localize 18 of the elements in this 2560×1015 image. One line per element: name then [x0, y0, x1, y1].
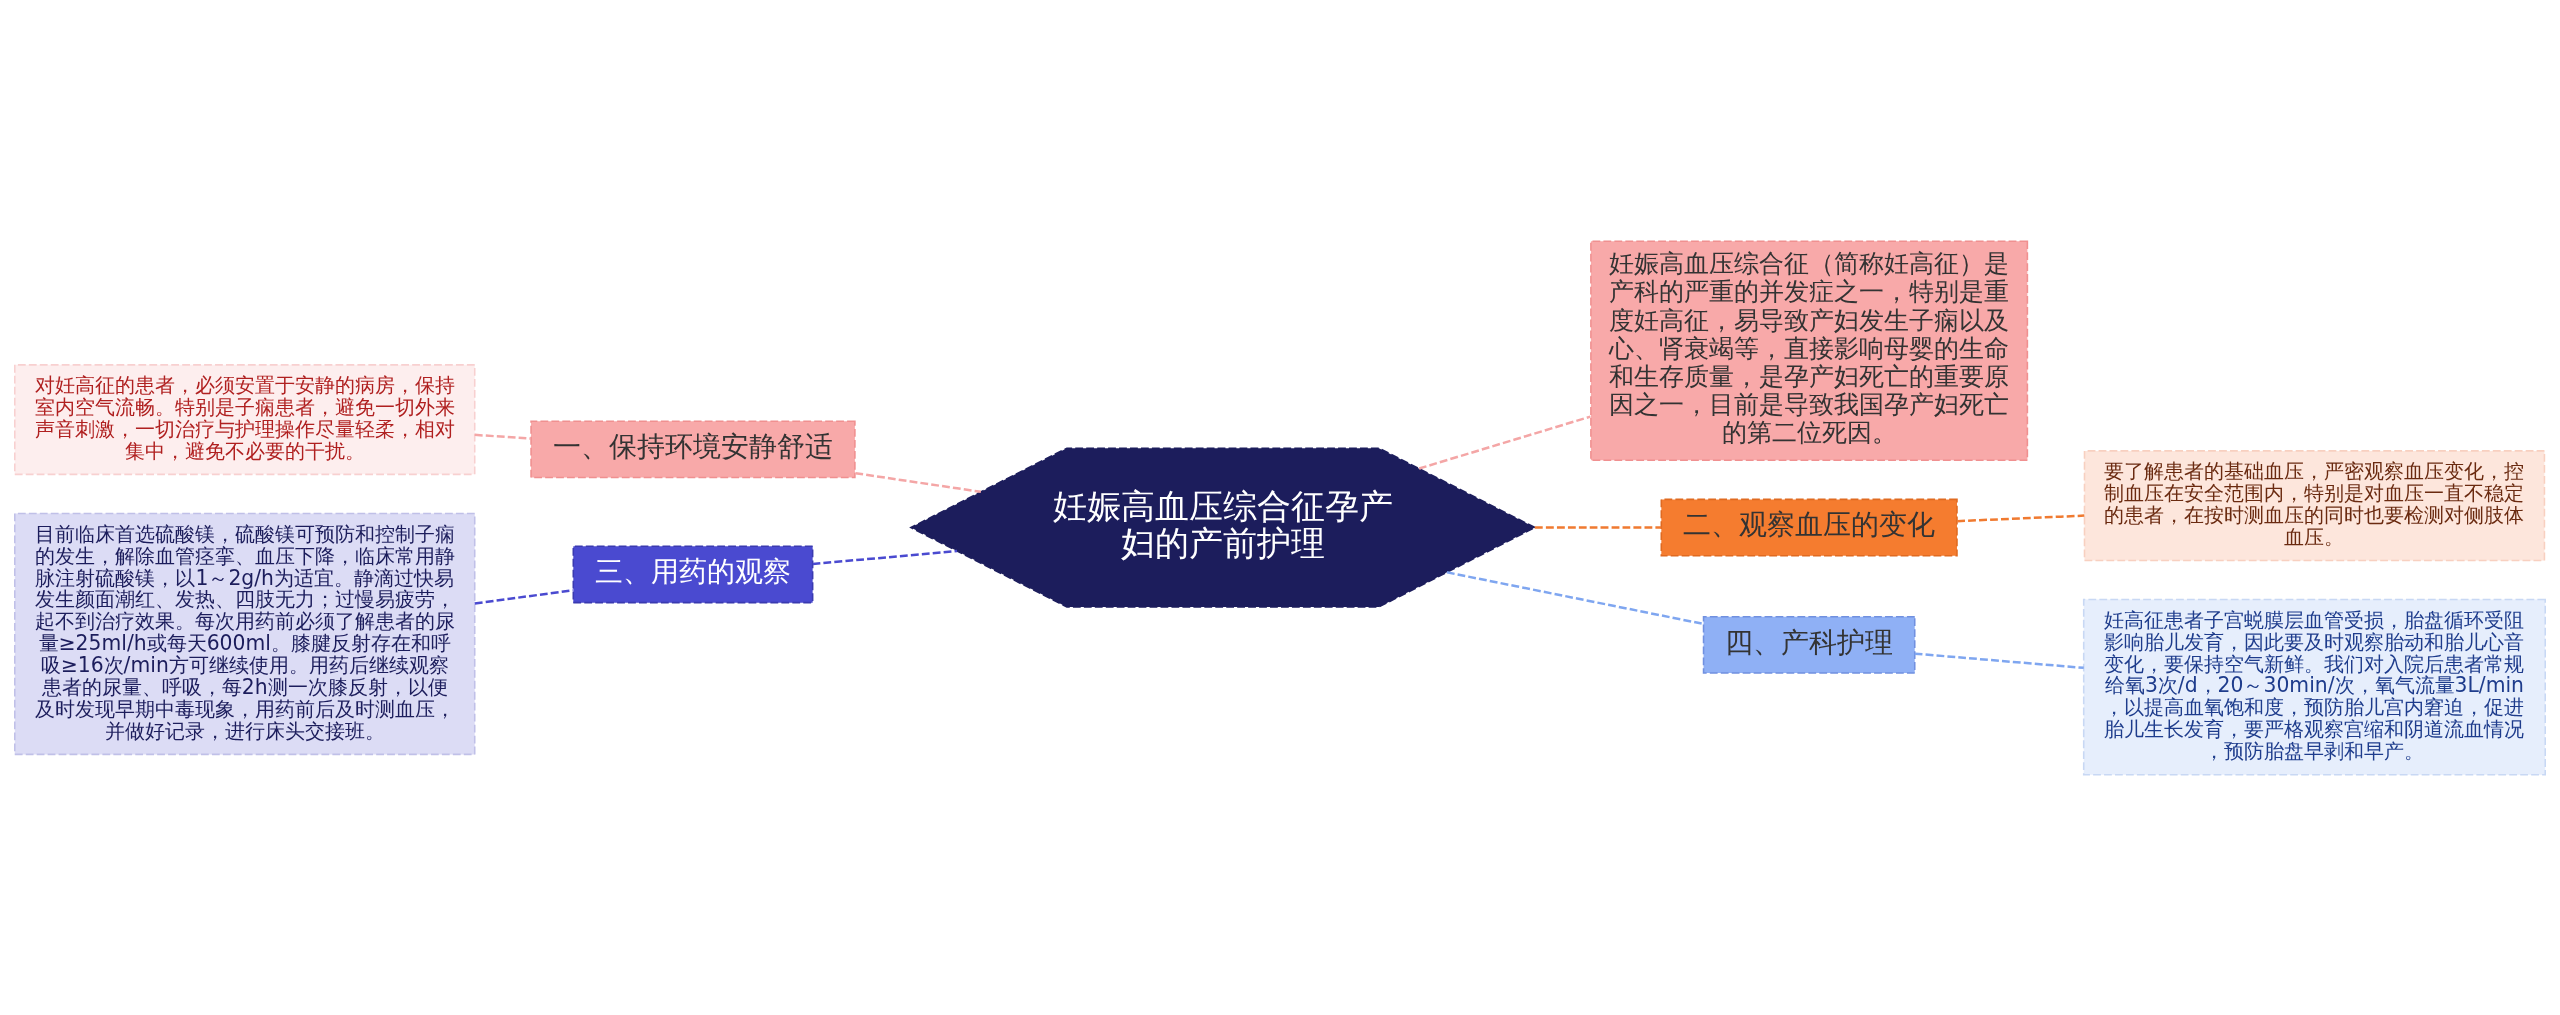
node-box: 目前临床首选硫酸镁，硫酸镁可预防和控制子痫的发生，解除血管痉挛、血压下降，临床常用静脉注射硫酸镁，以1～2g/h为适宜。静滴过快易发生颜面潮红、发热、四肢无力；过慢易疲劳，起不到治疗效果。每次用药前必须了解患者的尿量≥25ml/h或每天600ml。膝腱反射存在和呼吸≥16次/min方可继续使用。用药后继续观察患者的尿量、呼吸，每2h测一次膝反射，以便及时发现早期中毒现象，用药前后及时测血压，并做好记录，进行床头交接班。 — [14, 512, 476, 755]
connector — [474, 588, 573, 605]
connector — [812, 549, 958, 565]
node-box: 二、观察血压的变化 — [1660, 498, 1958, 556]
node-box: 对妊高征的患者，必须安置于安静的病房，保持室内空气流畅。特别是子痫患者，避免一切外来声音刺激，一切治疗与护理操作尽量轻柔，相对集中，避免不必要的干扰。 — [14, 363, 476, 475]
node-box: 要了解患者的基础血压，严密观察血压变化，控制血压在安全范围内，特别是对血压一直不稳定的患者，在按时测血压的同时也要检测对侧肢体血压。 — [2083, 449, 2546, 561]
connector — [1418, 414, 1591, 470]
connector — [1914, 651, 2084, 669]
connector — [855, 471, 982, 493]
connector — [1446, 570, 1704, 625]
node-box: 妊娠高血压综合征（简称妊高征）是产科的严重的并发症之一，特别是重度妊高征，易导致产妇发生子痫以及心、肾衰竭等，直接影响母婴的生命和生存质量，是孕产妇死亡的重要原因之一，目前是导致我国孕产妇死亡的第二位死因。 — [1590, 240, 2029, 461]
connector — [1534, 525, 1662, 529]
node-box: 一、保持环境安静舒适 — [530, 419, 856, 478]
node-box: 三、用药的观察 — [572, 545, 814, 603]
connector — [1957, 513, 2085, 522]
node-box: 四、产科护理 — [1702, 615, 1916, 674]
node-box: 妊高征患者子宫蜕膜层血管受损，胎盘循环受阻影响胎儿发育，因此要及时观察胎动和胎儿心音变化，要保持空气新鲜。我们对入院后患者常规给氧3次/d，20～30min/次，氧气流量3L/min，以提高血氧饱和度，预防胎儿宫内窘迫，促进胎儿生长发育，要严格观察宫缩和阴道流血情况，预防胎盘早剥和早产。 — [2082, 598, 2546, 775]
connector — [474, 433, 532, 440]
